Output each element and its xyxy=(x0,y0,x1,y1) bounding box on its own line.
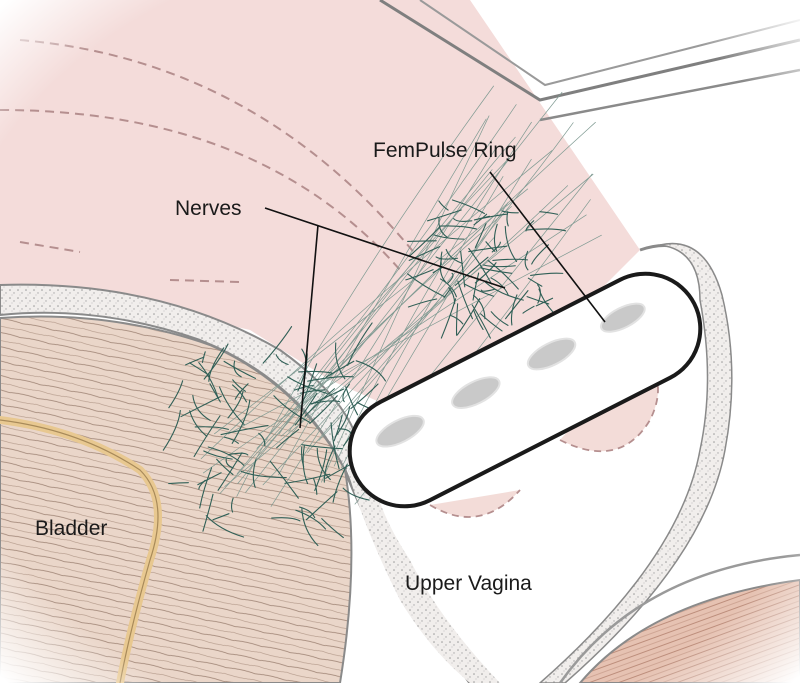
label-fempulse-ring: FemPulse Ring xyxy=(373,139,517,162)
label-bladder: Bladder xyxy=(35,517,107,540)
label-upper-vagina: Upper Vagina xyxy=(405,572,532,595)
label-nerves: Nerves xyxy=(175,197,242,220)
nerve-fiber xyxy=(407,240,437,242)
upper-wall-lower xyxy=(539,68,800,122)
